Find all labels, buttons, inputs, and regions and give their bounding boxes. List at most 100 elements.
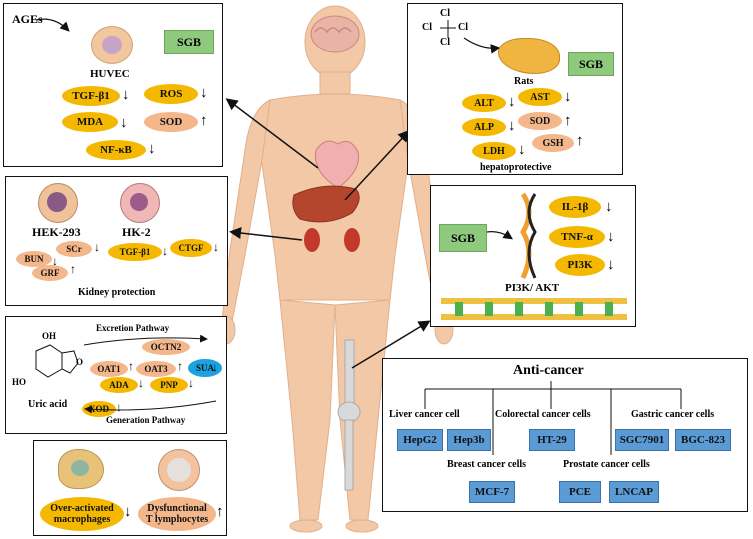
down-arrow-icon: ↓ bbox=[122, 87, 130, 103]
down-arrow-icon: ↓ bbox=[508, 94, 516, 110]
sgb-box: SGB bbox=[439, 224, 487, 252]
cell-line-box: Hep3b bbox=[447, 429, 491, 451]
pathway-label: Generation Pathway bbox=[106, 415, 186, 425]
marker-pill: OAT3 bbox=[136, 361, 176, 377]
up-arrow-icon: ↑ bbox=[177, 359, 183, 373]
marker-pill: PI3K bbox=[555, 254, 605, 276]
liver-icon bbox=[292, 185, 360, 223]
marker-pill: PNP bbox=[150, 377, 188, 393]
pill-text: macrophages bbox=[53, 514, 111, 525]
chemical-label: O bbox=[76, 357, 84, 367]
marker-pill: TGF-β1 bbox=[62, 86, 120, 106]
marker-pill: CTGF bbox=[170, 239, 212, 257]
macrophage-pill: Over-activated macrophages bbox=[40, 497, 124, 531]
chemical-label: HO bbox=[12, 377, 27, 387]
marker-pill: TGF-β1 bbox=[108, 243, 162, 261]
huvec-label: HUVEC bbox=[90, 68, 130, 80]
down-arrow-icon: ↓ bbox=[188, 376, 194, 390]
anticancer-title: Anti-cancer bbox=[513, 363, 584, 378]
chemical-label: OH bbox=[42, 331, 57, 341]
rats-label: Rats bbox=[514, 76, 534, 87]
marker-pill: MDA bbox=[62, 112, 118, 132]
bone-icon bbox=[344, 339, 355, 411]
down-arrow-icon: ↓ bbox=[148, 141, 156, 157]
marker-pill: SOD bbox=[518, 112, 562, 130]
sgb-box: SGB bbox=[568, 52, 614, 76]
down-arrow-icon: ↓ bbox=[213, 240, 219, 254]
marker-pill: IL-1β bbox=[549, 196, 601, 218]
down-arrow-icon: ↓ bbox=[508, 118, 516, 134]
sgb-box: SGB bbox=[164, 30, 214, 54]
cancer-group-label: Colorectal cancer cells bbox=[495, 409, 591, 420]
up-arrow-icon: ↑ bbox=[576, 133, 584, 149]
marker-pill: OAT1 bbox=[90, 361, 128, 377]
marker-pill: AST bbox=[518, 88, 562, 106]
down-arrow-icon: ↓ bbox=[607, 257, 615, 273]
marker-pill: LDH bbox=[472, 142, 516, 160]
tree-lines bbox=[424, 381, 682, 455]
uric-acid-label: Uric acid bbox=[28, 399, 68, 410]
pi3k-panel: SGB IL-1β ↓ TNF-α ↓ PI3K ↓ PI3K/ AKT bbox=[430, 185, 636, 327]
cell-line-box: SGC7901 bbox=[615, 429, 669, 451]
cell-line-box: LNCAP bbox=[609, 481, 659, 503]
cancer-group-label: Gastric cancer cells bbox=[631, 409, 715, 420]
marker-pill: SOD bbox=[144, 112, 198, 132]
down-arrow-icon: ↓ bbox=[607, 229, 615, 245]
down-arrow-icon: ↓ bbox=[162, 244, 168, 258]
marker-pill: GRF bbox=[32, 265, 68, 281]
down-arrow-icon: ↓ bbox=[124, 504, 132, 520]
brain-icon bbox=[310, 15, 360, 53]
cancer-group-label: Prostate cancer cells bbox=[563, 459, 650, 470]
marker-pill: OCTN2 bbox=[142, 339, 190, 355]
receptor-icon bbox=[520, 192, 537, 280]
chemical-label: Cl bbox=[440, 37, 450, 48]
down-arrow-icon: ↓ bbox=[52, 254, 58, 268]
hk2-cell-icon bbox=[120, 183, 160, 223]
kidney-icon bbox=[304, 228, 320, 252]
kidney-panel: HEK-293 HK-2 SCr ↓ BUN ↓ GRF ↑ TGF-β1 ↓ … bbox=[5, 176, 228, 306]
cell-line-box: PCE bbox=[559, 481, 601, 503]
t-lymphocyte-pill: Dysfunctional T lymphocytes bbox=[138, 497, 216, 531]
liver-panel: Cl Cl Cl Cl SGB Rats ALT ↓ AST ↓ ALP ↓ S… bbox=[407, 3, 623, 175]
down-arrow-icon: ↓ bbox=[138, 376, 144, 390]
liver-icon bbox=[498, 38, 560, 74]
caption: Kidney protection bbox=[78, 287, 156, 298]
down-arrow-icon: ↓ bbox=[120, 115, 128, 131]
heart-icon bbox=[314, 140, 360, 189]
marker-pill: ALT bbox=[462, 94, 506, 112]
chemical-label: Cl bbox=[458, 22, 468, 33]
hek293-label: HEK-293 bbox=[32, 225, 81, 239]
cell-line-box: HepG2 bbox=[397, 429, 443, 451]
up-arrow-icon: ↑ bbox=[564, 113, 572, 129]
uric-acid-structure bbox=[35, 344, 79, 378]
cancer-group-label: Breast cancer cells bbox=[447, 459, 527, 470]
down-arrow-icon: ↓ bbox=[116, 400, 122, 414]
macrophage-icon bbox=[58, 449, 104, 489]
down-arrow-icon: ↓ bbox=[200, 85, 208, 101]
chemical-label: Cl bbox=[440, 8, 450, 19]
ccl4-structure bbox=[440, 20, 456, 38]
ages-label: AGEs bbox=[12, 12, 43, 26]
marker-pill: SUA bbox=[188, 359, 222, 377]
marker-pill: TNF-α bbox=[549, 226, 605, 248]
hek293-cell-icon bbox=[38, 183, 78, 223]
cancer-group-label: Liver cancer cell bbox=[389, 409, 460, 420]
pill-text: Over-activated bbox=[50, 503, 114, 514]
marker-pill: BUN bbox=[16, 251, 52, 267]
pill-text: Dysfunctional bbox=[147, 503, 207, 514]
uric-acid-panel: Excretion Pathway OCTN2 OAT1 ↑ OAT3 ↑ SU… bbox=[5, 316, 227, 434]
down-arrow-icon: ↓ bbox=[212, 360, 218, 374]
t-lymphocyte-icon bbox=[158, 449, 200, 491]
marker-pill: ALP bbox=[462, 118, 506, 136]
down-arrow-icon: ↓ bbox=[518, 142, 526, 158]
membrane-icon bbox=[441, 298, 627, 320]
hk2-label: HK-2 bbox=[122, 225, 151, 239]
marker-pill: ADA bbox=[100, 377, 138, 393]
anticancer-panel: Anti-cancer Liver cancer cell HepG2 Hep3… bbox=[382, 358, 748, 512]
cell-line-box: BGC-823 bbox=[675, 429, 731, 451]
up-arrow-icon: ↑ bbox=[200, 113, 208, 129]
marker-pill: SCr bbox=[56, 241, 92, 257]
down-arrow-icon: ↓ bbox=[564, 89, 572, 105]
marker-pill: NF-κB bbox=[86, 140, 146, 160]
down-arrow-icon: ↓ bbox=[605, 199, 613, 215]
